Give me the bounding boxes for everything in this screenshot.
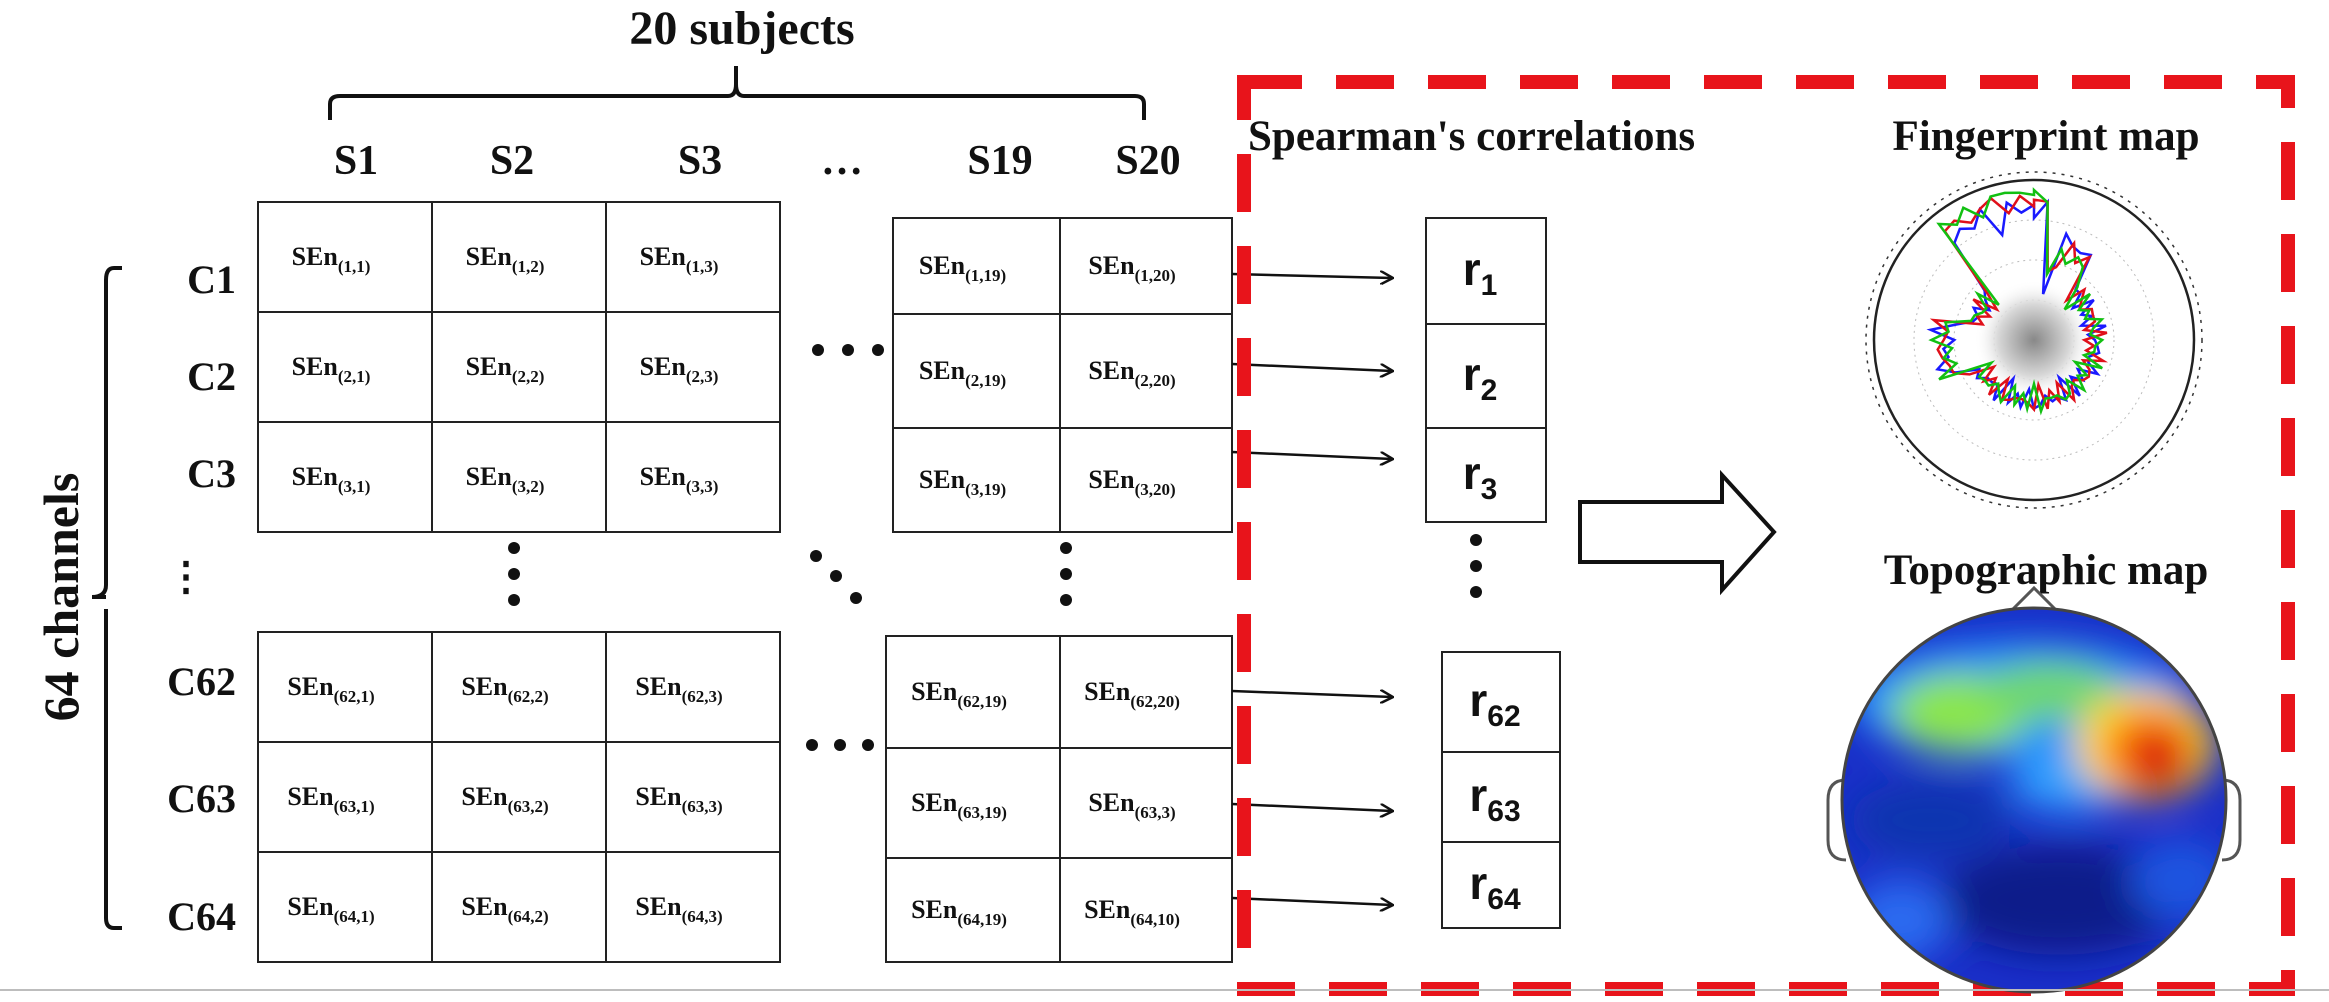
sample-entropy-cell: SEn(63,3) [1088, 788, 1175, 822]
correlation-value: r2 [1463, 348, 1498, 407]
sample-entropy-cell: SEn(62,1) [287, 672, 374, 706]
channel-label: C64 [167, 894, 236, 939]
sample-entropy-cell: SEn(64,2) [461, 892, 548, 926]
sample-entropy-cell: SEn(1,20) [1088, 251, 1175, 285]
channel-label: C62 [167, 659, 236, 704]
correlation-value: r64 [1469, 857, 1521, 916]
subject-header: … [821, 138, 863, 184]
channel-label: C63 [167, 776, 236, 821]
channels-title: 64 channels [33, 473, 89, 722]
fingerprint-series-line [1926, 198, 2107, 412]
sample-entropy-cell: SEn(64,10) [1084, 895, 1180, 929]
subjects-title: 20 subjects [629, 2, 854, 55]
correlation-group: r62 r63 r64 [1441, 651, 1561, 929]
sample-entropy-cell: SEn(64,19) [911, 895, 1007, 929]
sample-entropy-cell: SEn(3,2) [466, 462, 545, 496]
grid-top-right [892, 217, 1233, 533]
sample-entropy-cell: SEn(2,20) [1088, 356, 1175, 390]
sample-entropy-cell: SEn(63,19) [911, 788, 1007, 822]
sample-entropy-grids [257, 201, 1233, 963]
channel-label: C2 [187, 354, 236, 399]
grid-bottom-left [257, 631, 781, 963]
highlight-dashed-box [1237, 75, 2295, 996]
subject-headers: S1 S2 S3 … S19 S20 [334, 138, 1181, 184]
sample-entropy-cell: SEn(3,1) [292, 462, 371, 496]
channel-labels: C1 C2 C3 ⋮ C62 C63 C64 [166, 257, 236, 939]
sample-entropy-cell: SEn(63,2) [461, 782, 548, 816]
sample-entropy-cell: SEn(1,1) [292, 242, 371, 276]
sample-entropy-cell: SEn(1,3) [640, 242, 719, 276]
sample-entropy-cell: SEn(62,2) [461, 672, 548, 706]
sample-entropy-cell: SEn(63,1) [287, 782, 374, 816]
channel-label: C3 [187, 451, 236, 496]
row-arrows [1231, 274, 1392, 905]
sample-entropy-cell: SEn(3,20) [1088, 465, 1175, 499]
sample-entropy-cell: SEn(1,2) [466, 242, 545, 276]
correlation-value: r63 [1469, 769, 1520, 828]
big-hollow-arrow [1578, 469, 1777, 596]
grid-bottom-right [885, 635, 1233, 963]
sample-entropy-cell: SEn(64,3) [635, 892, 722, 926]
subject-header: S1 [334, 138, 378, 184]
topographic-title: Topographic map [1884, 547, 2209, 594]
channel-label: ⋮ [166, 554, 206, 599]
sample-entropy-cells: SEn(1,1) SEn(1,2) SEn(1,3) SEn(2,1) SEn(2,2)… [287, 242, 1180, 929]
grid-top-left [257, 201, 781, 533]
fingerprint-series-line [1928, 187, 2105, 416]
sample-entropy-cell: SEn(3,19) [919, 465, 1006, 499]
sample-entropy-cell: SEn(2,3) [640, 352, 719, 386]
subject-header: S3 [678, 138, 722, 184]
sample-entropy-cell: SEn(62,19) [911, 677, 1007, 711]
sample-entropy-cell: SEn(1,19) [919, 251, 1006, 285]
subject-header: S19 [967, 138, 1032, 184]
sample-entropy-cell: SEn(3,3) [640, 462, 719, 496]
subject-header: S2 [490, 138, 534, 184]
subject-header: S20 [1115, 138, 1180, 184]
channel-label: C1 [187, 257, 236, 302]
correlation-value: r3 [1463, 447, 1498, 506]
ellipsis-dots [508, 344, 1482, 751]
correlation-boxes: r1 r2 r3 r62 r63 r64 [1425, 217, 1561, 929]
fingerprint-title: Fingerprint map [1893, 113, 2200, 160]
topographic-map [1826, 585, 2242, 994]
sample-entropy-cell: SEn(62,3) [635, 672, 722, 706]
sample-entropy-cell: SEn(2,1) [292, 352, 371, 386]
sample-entropy-cell: SEn(2,19) [919, 356, 1006, 390]
correlation-value: r62 [1469, 674, 1520, 733]
sample-entropy-cell: SEn(63,3) [635, 782, 722, 816]
sample-entropy-cell: SEn(62,20) [1084, 677, 1180, 711]
fingerprint-series-line [1929, 194, 2109, 413]
correlations-title: Spearman's correlations [1248, 113, 1695, 160]
sample-entropy-cell: SEn(2,2) [466, 352, 545, 386]
subjects-brace [328, 66, 1146, 120]
sample-entropy-cell: SEn(64,1) [287, 892, 374, 926]
correlation-group: r1 r2 r3 [1425, 217, 1547, 523]
fingerprint-map [1865, 171, 2203, 509]
correlation-value: r1 [1463, 243, 1498, 302]
